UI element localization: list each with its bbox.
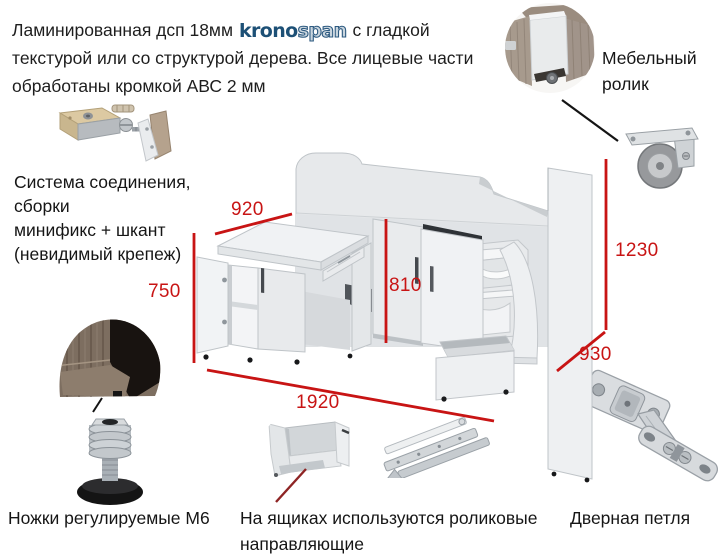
door-hinge-photo — [581, 369, 718, 482]
dimension-wardrobe-height: 810 — [389, 275, 422, 296]
kronospan-logo-span: span — [297, 19, 348, 42]
drawer-box-photo — [254, 406, 361, 487]
material-note-line3: обработаны кромкой АВС 2 мм — [12, 76, 266, 96]
furniture-roller-label-line1: Мебельный — [602, 48, 697, 68]
leg-pointer-line — [92, 397, 103, 413]
dimension-desk-height: 750 — [148, 281, 181, 302]
connection-system-line2: сборки — [14, 196, 70, 216]
drawer-slides-photo — [383, 417, 490, 478]
furniture-roller-label: Мебельный ролик — [602, 45, 697, 97]
kronospan-logo-krono: krono — [239, 20, 298, 42]
wood-corner-photo — [59, 319, 161, 397]
material-note-line1-before: Ламинированная дсп 18мм — [12, 20, 233, 40]
door-hinge-label: Дверная петля — [570, 506, 690, 530]
connection-system-line3: минификс + шкант — [14, 220, 166, 240]
connection-system-line1: Система соединения, — [14, 172, 191, 192]
adjustable-legs-label: Ножки регулируемые М6 — [8, 506, 210, 530]
connection-system-line4: (невидимый крепеж) — [14, 244, 182, 264]
wardrobe-open-door — [420, 228, 484, 353]
dimension-desk-width: 920 — [231, 199, 264, 220]
door-hinge-text: Дверная петля — [570, 508, 691, 528]
pulled-out-drawer — [435, 335, 515, 402]
drawer-guides-label: На ящиках используются роликовые направл… — [240, 505, 537, 554]
drawer-guides-line1: На ящиках используются роликовые — [240, 508, 538, 528]
dimension-overall-height: 1230 — [615, 240, 659, 261]
kronospan-logo: kronospan — [239, 17, 348, 45]
dimension-lines — [192, 159, 608, 423]
adjustable-foot-photo — [77, 418, 143, 505]
desk — [196, 221, 372, 365]
caster-wheel-photo — [625, 127, 699, 189]
furniture-roller-label-line2: ролик — [602, 74, 649, 94]
connection-system-label: Система соединения, сборки минификс + шк… — [14, 170, 191, 266]
drawer-guides-line2: направляющие — [240, 534, 364, 554]
furniture-roller-photo — [505, 3, 595, 93]
drawer-guides-pointer-line — [275, 468, 307, 503]
dimension-overall-depth: 930 — [579, 344, 612, 365]
roller-pointer-line — [561, 99, 619, 142]
material-note-line2: текстурой или со структурой дерева. Все … — [12, 48, 474, 68]
dimension-overall-length: 1920 — [296, 392, 340, 413]
minifix-hardware-photo — [58, 104, 172, 162]
adjustable-legs-text: Ножки регулируемые М6 — [8, 508, 210, 528]
material-note-line1-after: с гладкой — [352, 20, 430, 40]
